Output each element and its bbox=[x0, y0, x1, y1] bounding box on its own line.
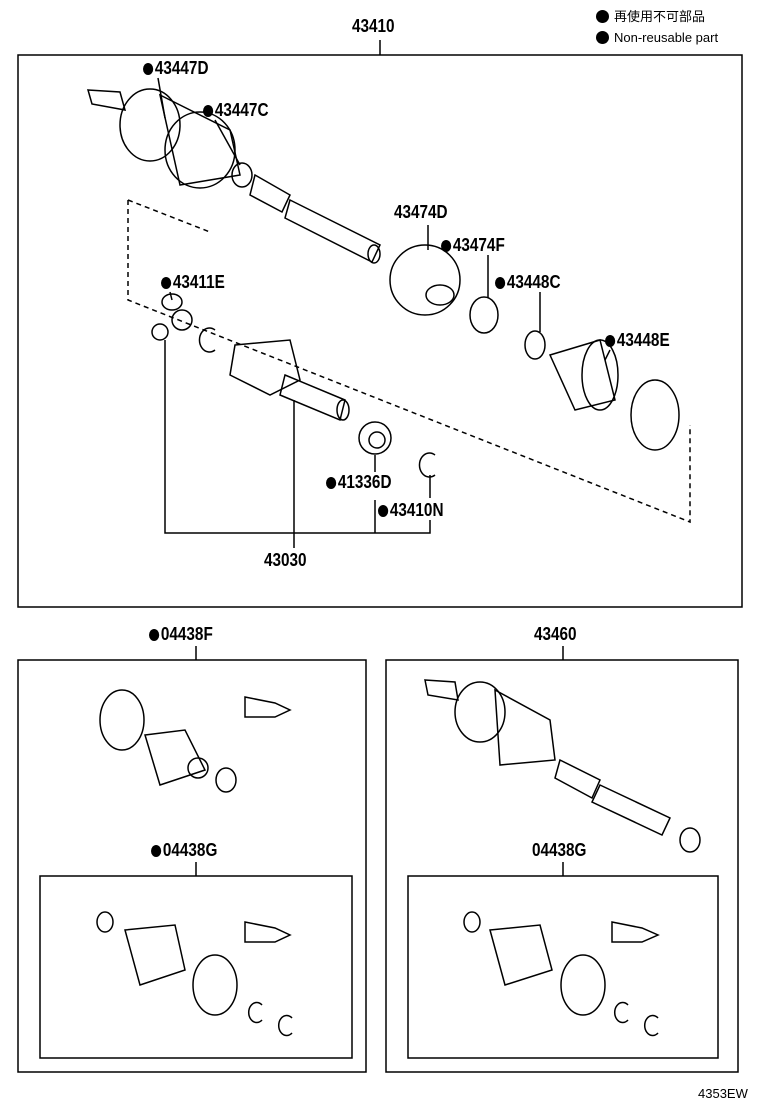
part-label-43474D[interactable]: 43474D bbox=[394, 202, 448, 223]
outboard-joint-shaft bbox=[86, 88, 381, 264]
part-label-43030[interactable]: 43030 bbox=[264, 550, 307, 571]
non-reusable-dot-icon bbox=[596, 31, 609, 44]
part-label-04438F[interactable]: 04438F bbox=[149, 624, 213, 645]
kit-left-subframe bbox=[39, 875, 353, 1059]
leader-43447C bbox=[214, 119, 241, 166]
kit-right-subframe bbox=[407, 875, 719, 1059]
non-reusable-dot-icon bbox=[596, 10, 609, 23]
part-number: 43474F bbox=[452, 235, 505, 255]
non-reusable-dot-icon bbox=[161, 277, 172, 289]
dynamic-damper bbox=[389, 244, 461, 316]
part-number: 43030 bbox=[264, 550, 307, 570]
part-label-43447D[interactable]: 43447D bbox=[143, 58, 209, 79]
legend-label-ja: 再使用不可部品 bbox=[614, 9, 706, 24]
seal-41336D bbox=[358, 421, 392, 455]
non-reusable-dot-icon bbox=[378, 505, 389, 517]
illustration-code: 4353EW bbox=[698, 1086, 748, 1101]
leader-bracket-43030 bbox=[164, 340, 431, 534]
part-label-04438G-right[interactable]: 04438G bbox=[532, 840, 586, 861]
tripod-joint bbox=[151, 293, 193, 341]
part-number: 43411E bbox=[172, 272, 225, 292]
clamp-43474F bbox=[469, 296, 499, 334]
kit-right-frame bbox=[385, 659, 739, 1073]
part-label-43410N[interactable]: 43410N bbox=[378, 500, 444, 521]
part-number: 43410N bbox=[389, 500, 444, 520]
exploded-outline bbox=[127, 200, 691, 524]
leader-43411E bbox=[169, 291, 173, 301]
part-number: 43460 bbox=[534, 624, 577, 644]
part-label-43460[interactable]: 43460 bbox=[534, 624, 577, 645]
inboard-joint bbox=[229, 339, 350, 422]
part-label-43448C[interactable]: 43448C bbox=[495, 272, 561, 293]
part-number: 43410 bbox=[352, 16, 395, 36]
clamp-43448C bbox=[524, 330, 546, 360]
part-number: 43447D bbox=[154, 58, 209, 78]
exploded-outline-top bbox=[127, 199, 211, 233]
part-label-43410[interactable]: 43410 bbox=[352, 16, 395, 37]
part-number: 43447C bbox=[214, 100, 269, 120]
non-reusable-dot-icon bbox=[149, 629, 160, 641]
snap-ring-43411E bbox=[198, 327, 216, 353]
part-number: 41336D bbox=[337, 472, 392, 492]
kit-right-shaft bbox=[424, 679, 701, 853]
non-reusable-dot-icon bbox=[203, 105, 214, 117]
part-number: 04438G bbox=[162, 840, 218, 860]
part-number: 04438G bbox=[532, 840, 587, 860]
non-reusable-dot-icon bbox=[326, 477, 337, 489]
leader-43447D bbox=[157, 77, 166, 119]
non-reusable-dot-icon bbox=[441, 240, 452, 252]
leader-43448E bbox=[604, 349, 611, 361]
non-reusable-dot-icon bbox=[495, 277, 506, 289]
kit-left-frame bbox=[17, 659, 367, 1073]
part-label-43411E[interactable]: 43411E bbox=[161, 272, 225, 293]
kit-left-subkit-parts bbox=[96, 911, 293, 1037]
non-reusable-dot-icon bbox=[143, 63, 154, 75]
part-label-43448E[interactable]: 43448E bbox=[605, 330, 670, 351]
inboard-boot bbox=[548, 339, 619, 411]
part-number: 43448E bbox=[616, 330, 670, 350]
legend: 再使用不可部品 Non-reusable part bbox=[596, 6, 718, 48]
kit-right-subkit-parts bbox=[463, 911, 660, 1037]
non-reusable-dot-icon bbox=[151, 845, 162, 857]
part-number: 43448C bbox=[506, 272, 561, 292]
part-number: 43474D bbox=[394, 202, 448, 222]
part-label-04438G-left[interactable]: 04438G bbox=[151, 840, 217, 861]
legend-label-en: Non-reusable part bbox=[614, 30, 719, 45]
part-label-43447C[interactable]: 43447C bbox=[203, 100, 269, 121]
clamp-43448E bbox=[630, 379, 680, 451]
part-label-41336D[interactable]: 41336D bbox=[326, 472, 392, 493]
kit-left-parts bbox=[99, 689, 292, 793]
non-reusable-dot-icon bbox=[605, 335, 616, 347]
part-label-43474F[interactable]: 43474F bbox=[441, 235, 505, 256]
part-number: 04438F bbox=[160, 624, 213, 644]
snap-ring-43410N bbox=[418, 452, 436, 478]
